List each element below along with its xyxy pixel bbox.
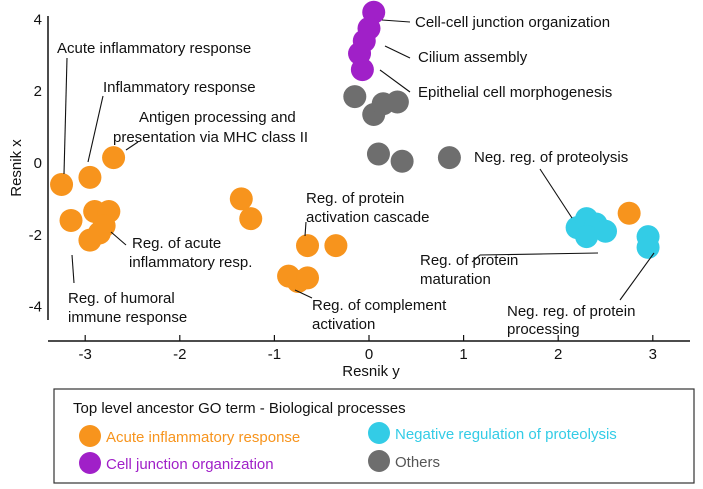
annotation-label-16: Reg. of protein [420,252,518,269]
point-negative-regulation-of-proteolysis-6 [636,235,660,259]
leader-line [479,252,599,256]
x-tick-label: 3 [649,346,657,363]
leader-line [304,221,307,237]
legend: Top level ancestor GO term - Biological … [53,388,695,484]
legend-label-others: Others [395,454,440,471]
annotation-label-4: Reg. of acute [132,235,221,252]
annotation-label-7: immune response [68,309,187,326]
point-acute-inflammatory-response-12 [324,234,348,258]
leader-line [619,252,655,301]
point-negative-regulation-of-proteolysis-3 [575,225,599,249]
y-tick-label: 2 [34,83,42,100]
annotation-label-6: Reg. of humoral [68,290,175,307]
points-layer [50,0,660,293]
point-others-6 [437,146,461,170]
y-tick-label: 4 [34,11,42,28]
leader-lines [63,19,655,301]
leader-line [125,141,139,151]
leader-line [294,289,313,299]
annotation-label-8: Reg. of protein [306,190,404,207]
point-acute-inflammatory-response-1 [78,165,102,189]
point-acute-inflammatory-response-15 [296,266,320,290]
y-axis-label: Resnik x [8,139,25,197]
x-tick-label: 2 [554,346,562,363]
annotation-label-18: Neg. reg. of protein [507,303,635,320]
leader-line [381,19,411,23]
x-tick-label: 1 [459,346,467,363]
point-acute-inflammatory-response-3 [59,208,83,232]
x-tick-label: -1 [268,346,281,363]
legend-marker-proteolysis [368,422,390,444]
annotation-label-11: activation [312,316,375,333]
point-acute-inflammatory-response-8 [92,214,116,238]
x-tick-label: 0 [365,346,373,363]
axes-layer: -3 -2 -1 0 1 2 3 4 2 0 -2 -4 [29,11,690,363]
leader-line [384,45,411,59]
x-tick-label: -3 [79,346,92,363]
point-negative-regulation-of-proteolysis-4 [594,219,617,243]
point-others-3 [385,90,409,114]
point-acute-inflammatory-response-0 [50,173,74,197]
x-tick-label: -2 [173,346,186,363]
point-others-4 [366,142,390,166]
leader-line [379,69,411,93]
legend-label-acute: Acute inflammatory response [106,429,300,446]
annotations: Acute inflammatory responseInflammatory … [57,14,635,338]
leader-line [539,168,573,219]
leader-line [63,57,68,175]
annotation-label-5: inflammatory resp. [129,254,252,271]
legend-marker-acute [79,425,101,447]
legend-marker-others [368,450,390,472]
point-acute-inflammatory-response-11 [296,234,320,258]
leader-line [471,254,481,263]
point-acute-inflammatory-response-2 [102,146,126,170]
annotation-label-19: processing [507,321,580,338]
x-axis-label: Resnik y [342,363,400,380]
y-tick-label: -4 [29,299,42,316]
point-others-5 [390,149,414,173]
annotation-label-0: Acute inflammatory response [57,40,251,57]
legend-title: Top level ancestor GO term - Biological … [73,400,406,417]
point-cell-junction-organization-4 [350,58,374,82]
annotation-label-15: Neg. reg. of proteolysis [474,149,628,166]
legend-marker-junction [79,452,101,474]
point-acute-inflammatory-response-10 [239,207,263,231]
annotation-label-13: Cilium assembly [418,49,528,66]
annotation-label-1: Inflammatory response [103,79,256,96]
annotation-label-3: presentation via MHC class II [113,129,308,146]
annotation-label-9: activation cascade [306,209,429,226]
point-others-0 [343,85,367,109]
leader-line [87,95,104,163]
annotation-label-14: Epithelial cell morphogenesis [418,84,612,101]
point-acute-inflammatory-response-16 [617,201,641,225]
leader-line [110,231,127,246]
point-acute-inflammatory-response-9 [229,187,253,211]
annotation-label-17: maturation [420,271,491,288]
annotation-label-12: Cell-cell junction organization [415,14,610,31]
annotation-label-10: Reg. of complement [312,297,447,314]
legend-label-junction: Cell junction organization [106,456,274,473]
annotation-label-2: Antigen processing and [139,109,296,126]
leader-line [71,254,75,284]
y-tick-label: -2 [29,227,42,244]
y-tick-label: 0 [34,155,42,172]
legend-label-proteolysis: Negative regulation of proteolysis [395,426,617,443]
